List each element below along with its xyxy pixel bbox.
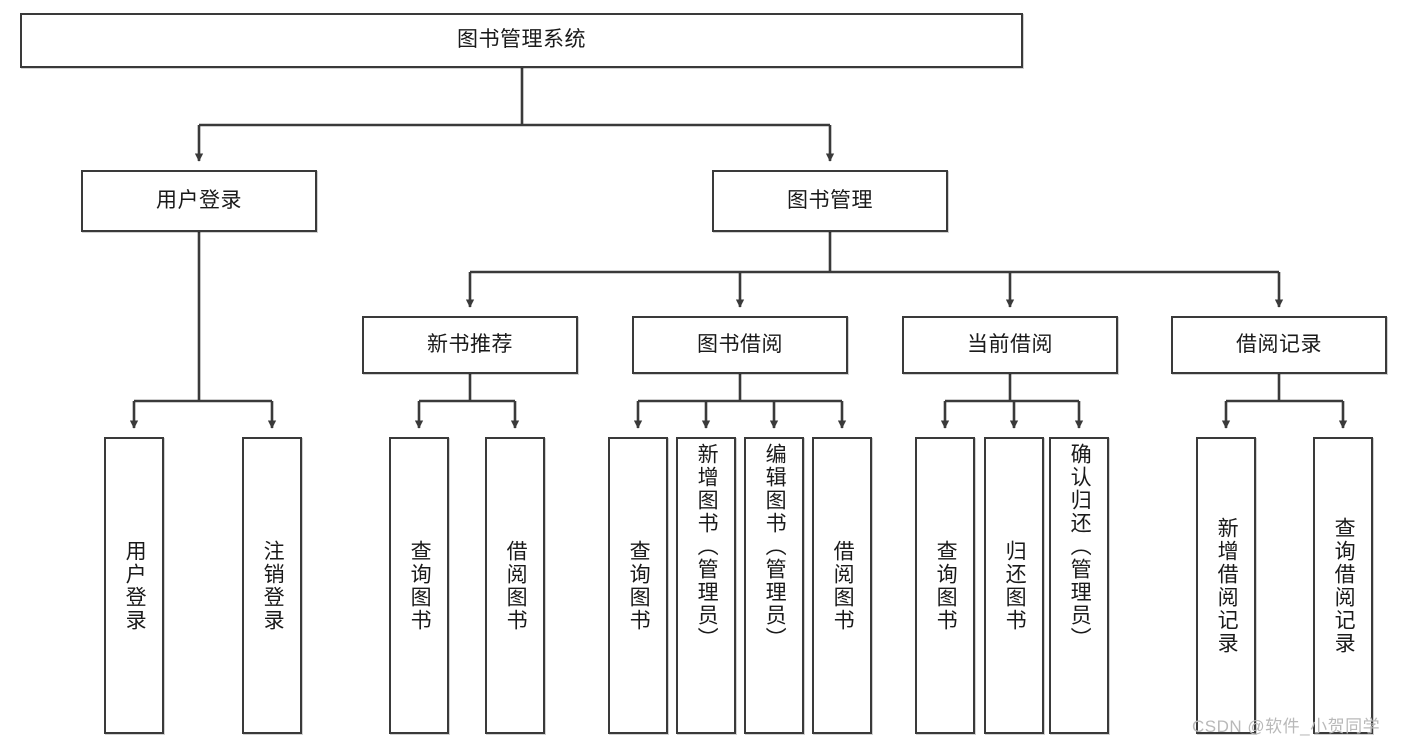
node-label: 图书管理系统 <box>457 28 586 52</box>
node-label: 归还图书 <box>1003 539 1027 632</box>
node-label: 新书推荐 <box>427 332 513 356</box>
watermark-text: CSDN @软件_小贺同学 <box>1192 717 1381 736</box>
node-leaf-borrow-book-1[interactable]: 借阅图书 <box>485 437 545 734</box>
node-label: 借阅图书 <box>831 539 855 632</box>
node-borrow-record[interactable]: 借阅记录 <box>1171 316 1387 374</box>
node-leaf-user-login[interactable]: 用户登录 <box>104 437 164 734</box>
node-label: 确认归还（管理员） <box>1068 443 1092 650</box>
node-label: 用户登录 <box>156 188 242 212</box>
node-label: 查询图书 <box>934 539 958 632</box>
node-label: 图书借阅 <box>697 332 783 356</box>
node-label: 查询图书 <box>627 539 651 632</box>
node-book-borrow[interactable]: 图书借阅 <box>632 316 848 374</box>
node-label: 图书管理 <box>787 188 873 212</box>
node-leaf-confirm-return[interactable]: 确认归还（管理员） <box>1049 437 1109 734</box>
node-leaf-return-book[interactable]: 归还图书 <box>984 437 1044 734</box>
node-leaf-borrow-book-2[interactable]: 借阅图书 <box>812 437 872 734</box>
node-leaf-logout[interactable]: 注销登录 <box>242 437 302 734</box>
node-label: 新增图书（管理员） <box>695 443 719 650</box>
node-leaf-query-book-1[interactable]: 查询图书 <box>389 437 449 734</box>
node-new-book-recommend[interactable]: 新书推荐 <box>362 316 578 374</box>
node-label: 用户登录 <box>123 539 147 632</box>
node-label: 查询图书 <box>408 539 432 632</box>
node-leaf-query-book-2[interactable]: 查询图书 <box>608 437 668 734</box>
node-user-login[interactable]: 用户登录 <box>81 170 317 232</box>
node-label: 借阅记录 <box>1236 332 1322 356</box>
node-root[interactable]: 图书管理系统 <box>20 13 1023 68</box>
node-book-manage[interactable]: 图书管理 <box>712 170 948 232</box>
node-leaf-edit-book[interactable]: 编辑图书（管理员） <box>744 437 804 734</box>
node-label: 借阅图书 <box>504 539 528 632</box>
node-label: 编辑图书（管理员） <box>763 443 787 650</box>
node-label: 查询借阅记录 <box>1332 516 1356 655</box>
node-leaf-add-record[interactable]: 新增借阅记录 <box>1196 437 1256 734</box>
node-leaf-add-book[interactable]: 新增图书（管理员） <box>676 437 736 734</box>
node-leaf-query-record[interactable]: 查询借阅记录 <box>1313 437 1373 734</box>
node-label: 新增借阅记录 <box>1215 516 1239 655</box>
node-leaf-query-book-3[interactable]: 查询图书 <box>915 437 975 734</box>
node-label: 当前借阅 <box>967 332 1053 356</box>
node-label: 注销登录 <box>261 539 285 632</box>
node-current-borrow[interactable]: 当前借阅 <box>902 316 1118 374</box>
